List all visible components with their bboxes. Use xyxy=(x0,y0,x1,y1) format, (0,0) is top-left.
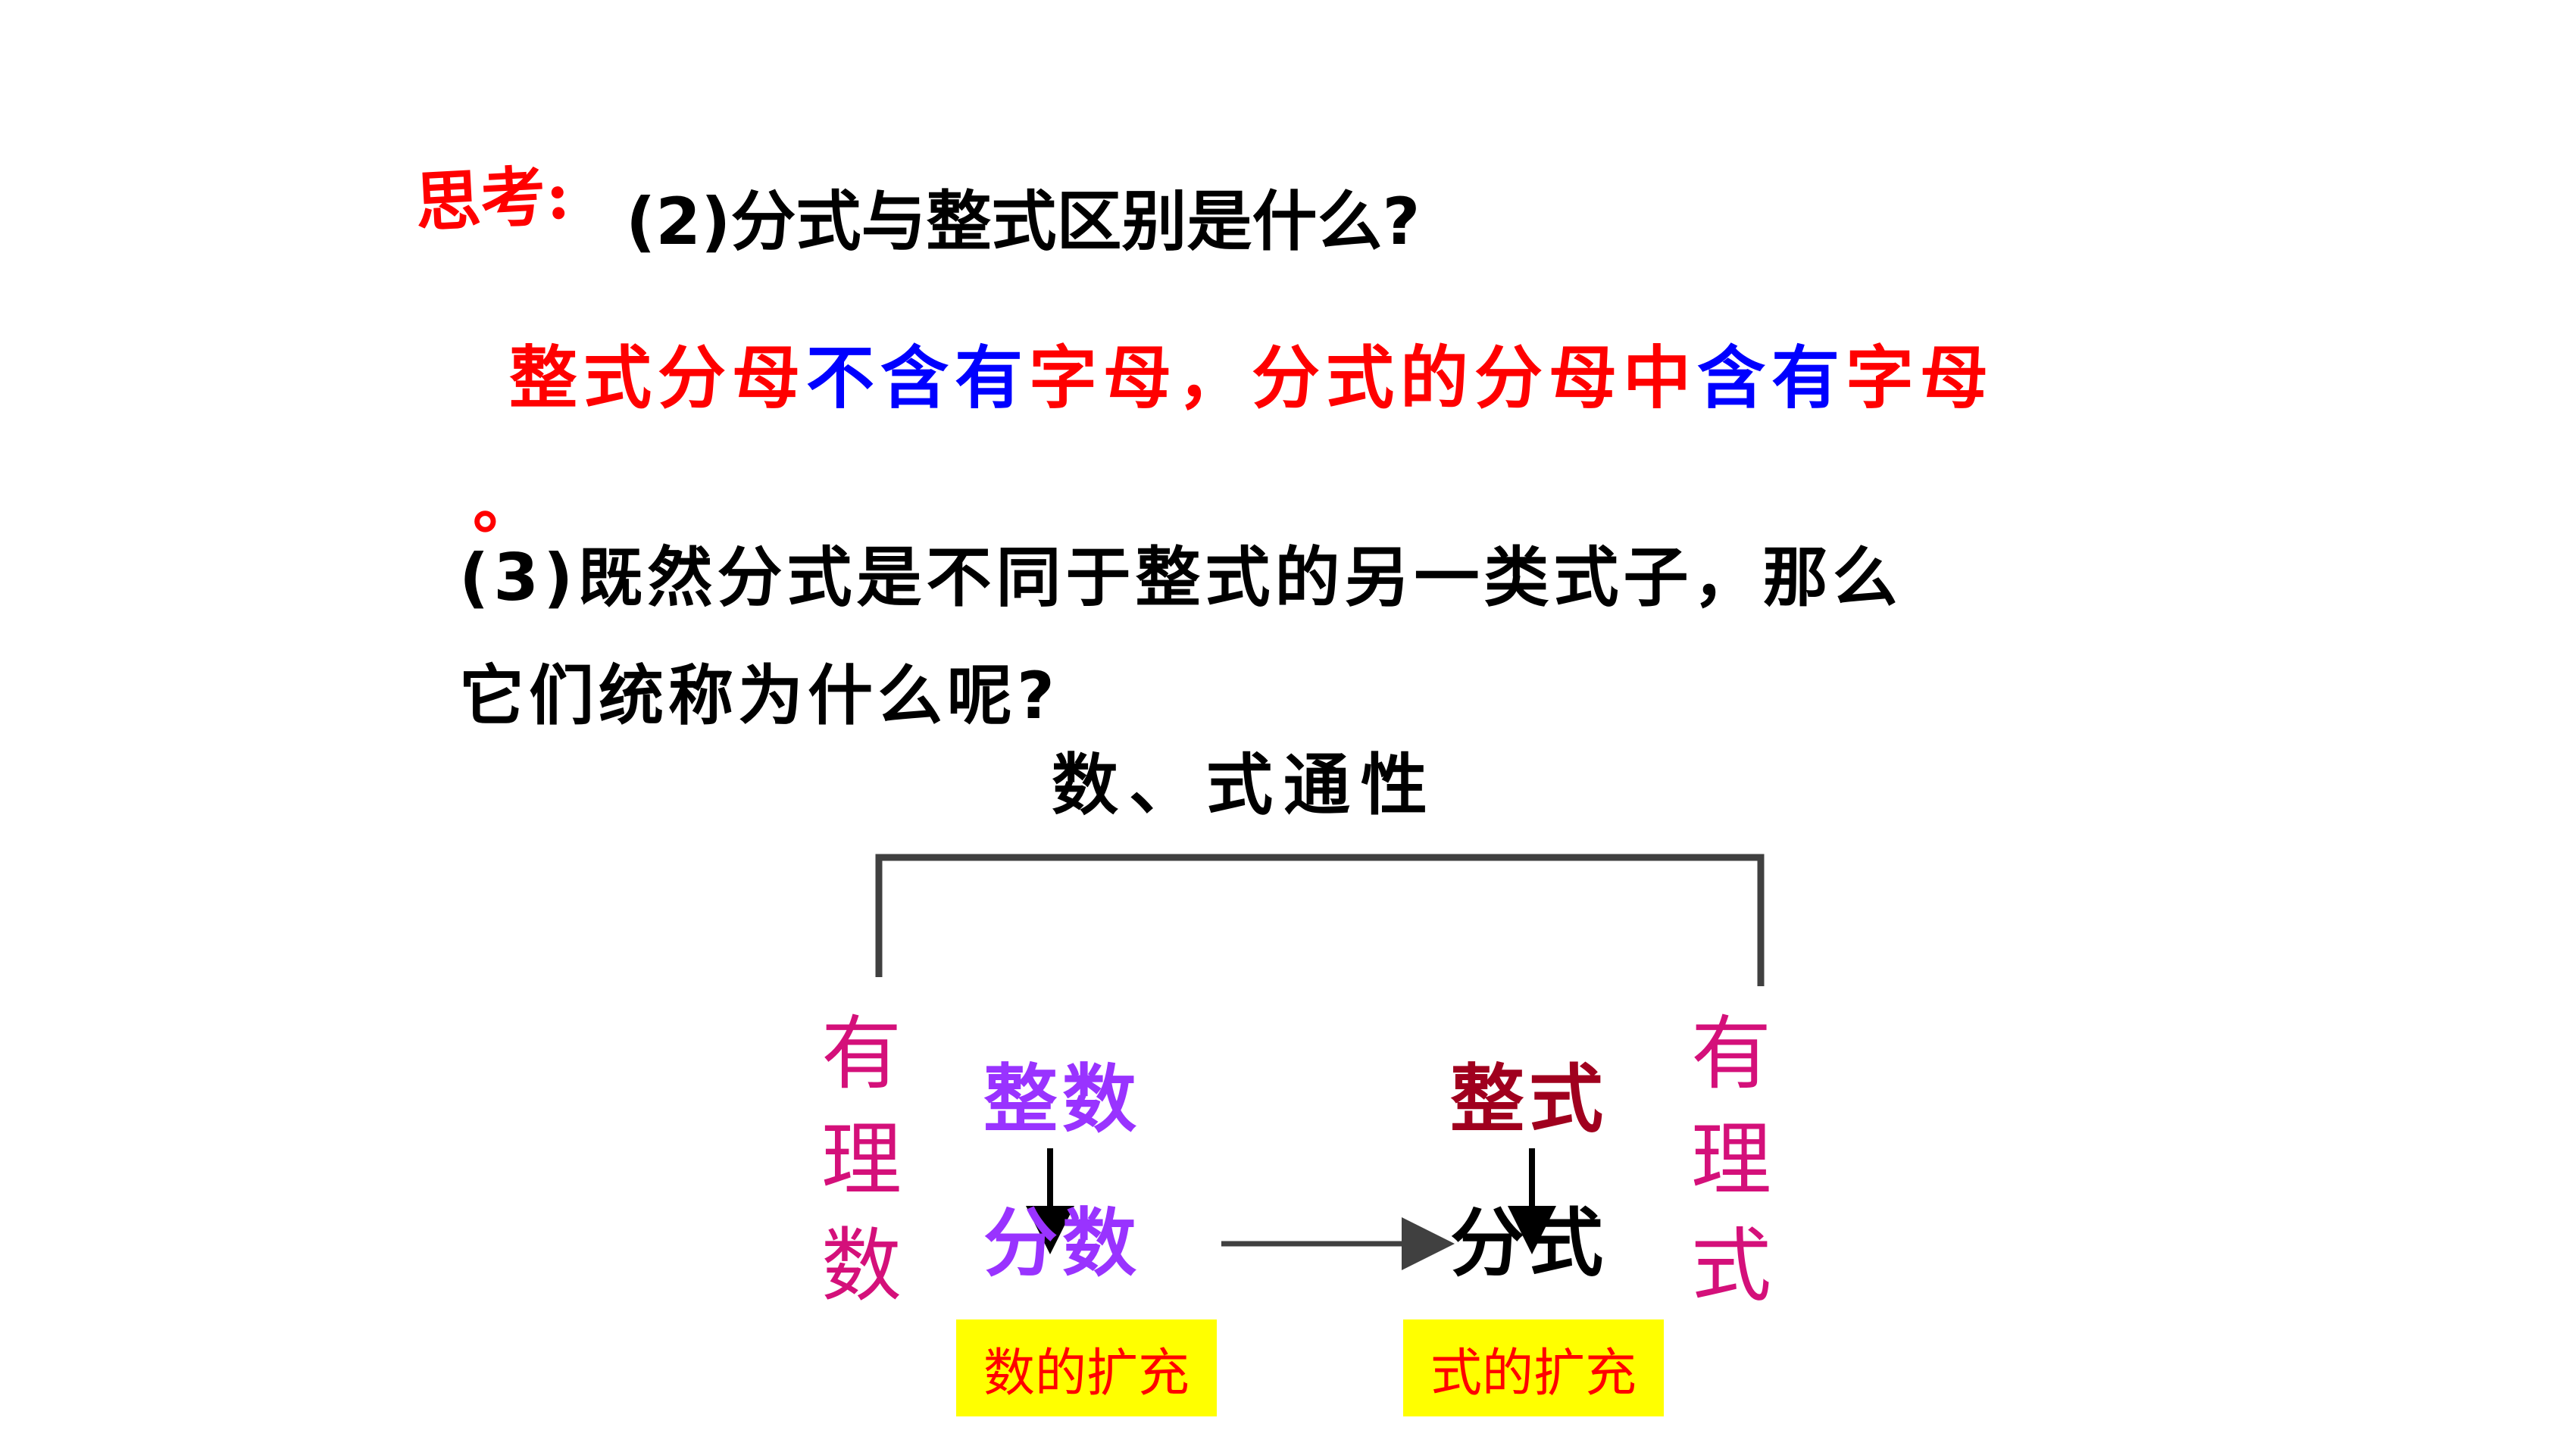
answer-segment: 不含有 xyxy=(806,339,1029,418)
fraction-number-label: 分数 xyxy=(983,1200,1142,1287)
answer-line: 整式分母不含有字母，分式的分母中含有字母 xyxy=(509,323,1994,421)
question-3-line-1: (3)既然分式是不同于整式的另一类式子，那么 xyxy=(459,540,1902,616)
fraction-expression-label: 分式 xyxy=(1450,1200,1608,1287)
rational-number-label: 有理数 xyxy=(821,1007,902,1313)
integer-label: 整数 xyxy=(983,1056,1142,1143)
bracket-line xyxy=(875,854,1765,986)
answer-segment: 字母 xyxy=(1846,339,1994,418)
answer-period: 。 xyxy=(473,468,537,542)
common-property-label: 数、式通性 xyxy=(1052,745,1439,824)
question-2: (2)分式与整式区别是什么? xyxy=(626,184,1421,260)
question-3-line-2: 它们统称为什么呢? xyxy=(459,658,1059,734)
expression-expansion-label: 式的扩充 xyxy=(1430,1343,1637,1404)
answer-segment: 含有 xyxy=(1697,339,1846,418)
number-expansion-label: 数的扩充 xyxy=(983,1343,1190,1404)
expression-expansion-box: 式的扩充 xyxy=(1403,1319,1664,1416)
polynomial-label: 整式 xyxy=(1450,1056,1608,1143)
rational-expression-label: 有理式 xyxy=(1691,1007,1771,1313)
answer-segment: 字母， xyxy=(1029,339,1252,418)
answer-segment: 分式的分母中 xyxy=(1252,339,1697,418)
answer-segment: 整式分母 xyxy=(509,339,806,418)
number-expansion-box: 数的扩充 xyxy=(956,1319,1217,1416)
